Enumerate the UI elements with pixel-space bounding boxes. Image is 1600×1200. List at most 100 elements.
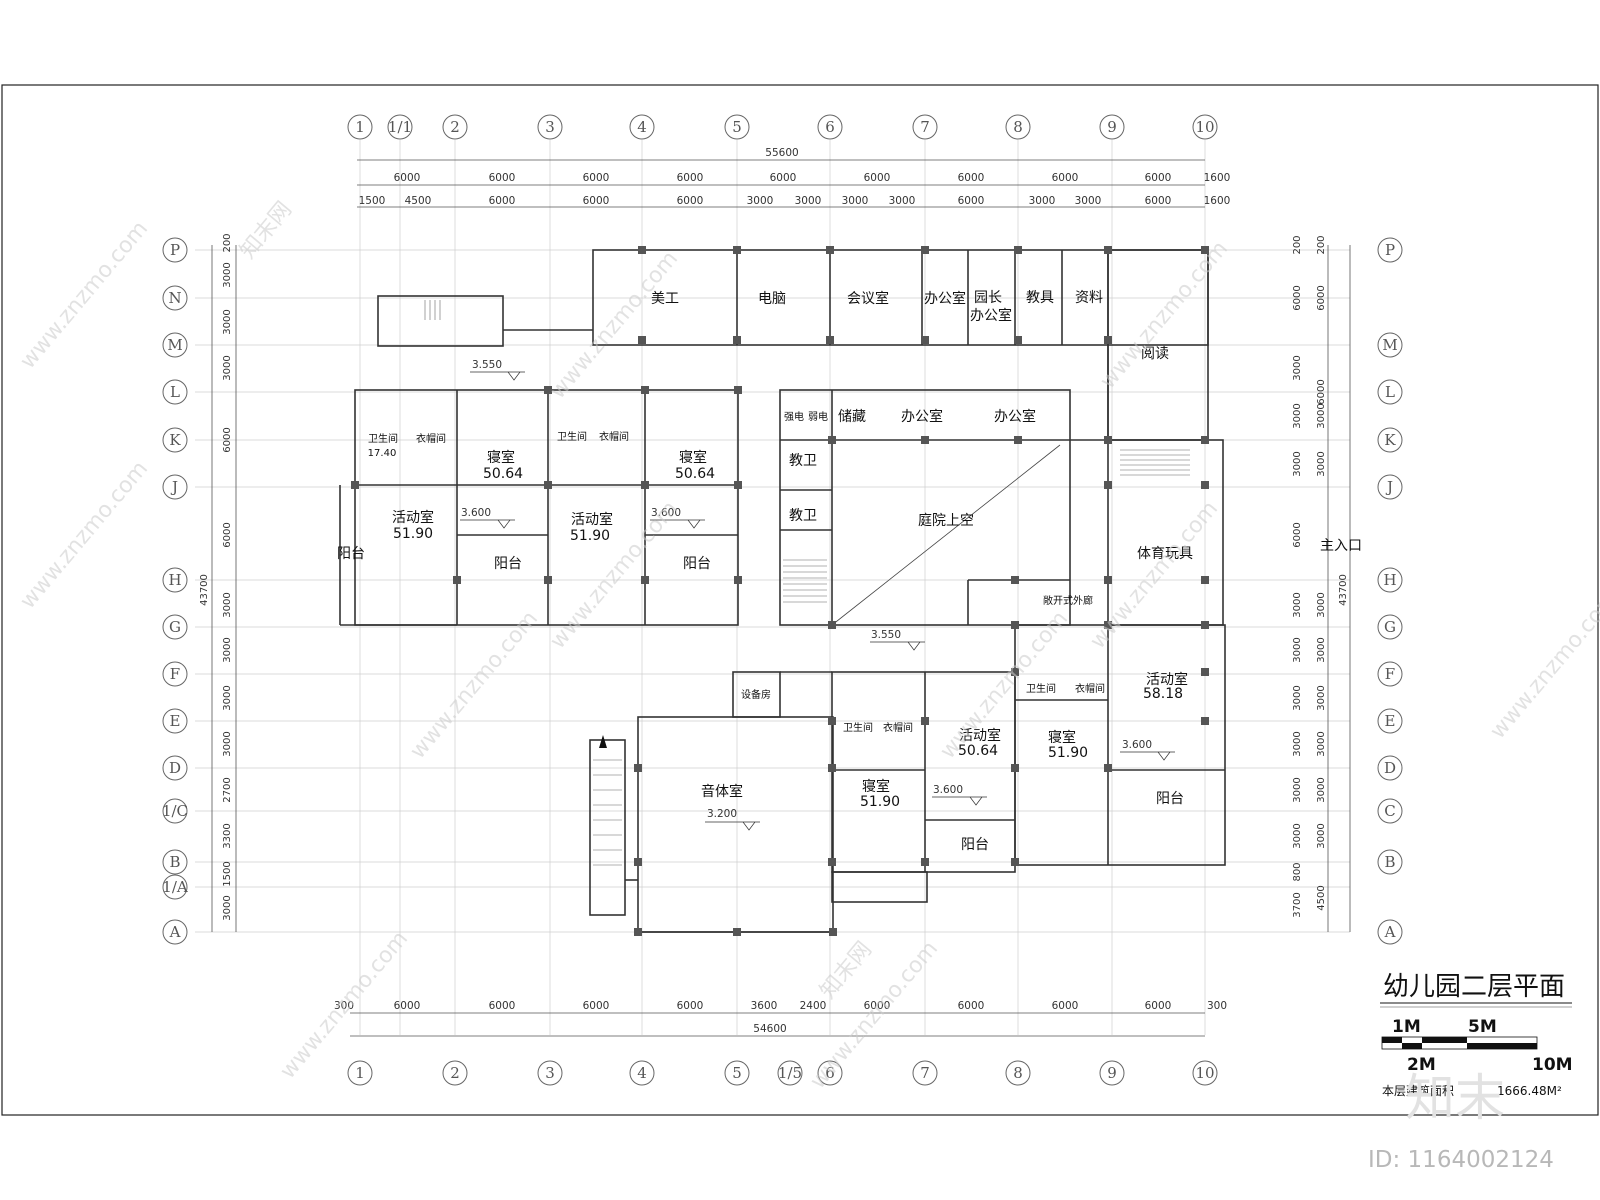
- column: [638, 336, 646, 344]
- column: [1104, 764, 1112, 772]
- dimension-lines: [211, 159, 1351, 1037]
- column: [1104, 336, 1112, 344]
- axis-bubble-left-circle: [162, 849, 188, 875]
- axis-bubble-top-circle: [817, 114, 843, 140]
- dim-left-col: 6000: [222, 522, 233, 547]
- level-4: 3.550: [871, 629, 901, 641]
- watermark: www.znzmo.com: [405, 606, 543, 763]
- axis-bubble-bottom: 8: [1013, 1064, 1023, 1082]
- site-logo: 知末: [1405, 1069, 1505, 1127]
- room-huiyi: 会议室: [847, 290, 889, 307]
- axis-bubble-bottom: 1: [355, 1064, 365, 1082]
- axis-bubble-top-circle: [1005, 114, 1031, 140]
- column: [921, 436, 929, 444]
- axis-bubble-left-circle: [162, 474, 188, 500]
- dim-left-col: 1500: [222, 861, 233, 886]
- axis-bubble-bottom: 2: [450, 1064, 460, 1082]
- column: [733, 928, 741, 936]
- dim-left-total: 43700: [199, 574, 210, 606]
- axis-bubble-right: L: [1385, 383, 1395, 401]
- dim-top-row2: 1600: [1204, 195, 1231, 207]
- dim-right-col1: 3000: [1292, 731, 1303, 756]
- column: [921, 336, 929, 344]
- axis-bubble-right-circle: [1377, 427, 1403, 453]
- room-qinshi-4-area: 51.90: [860, 794, 900, 810]
- stair-treads: [424, 300, 1190, 866]
- scale-label-5m: 5M: [1468, 1017, 1497, 1037]
- axis-bubble-left: 1/A: [162, 878, 188, 896]
- axis-bubble-left: 1/C: [162, 802, 188, 820]
- column: [733, 336, 741, 344]
- dim-bottom-row: 2400: [800, 1000, 827, 1012]
- axis-bubble-right-circle: [1377, 755, 1403, 781]
- dim-top-row2: 3000: [1029, 195, 1056, 207]
- dim-right-col2: 3000: [1316, 777, 1327, 802]
- dim-bottom-row: 6000: [958, 1000, 985, 1012]
- dim-right-col2: 4500: [1316, 885, 1327, 910]
- column: [1014, 436, 1022, 444]
- dim-right-col2: 200: [1316, 235, 1327, 254]
- dim-top-row1: 6000: [1145, 172, 1172, 184]
- column: [828, 717, 836, 725]
- axis-bubble-left: L: [170, 383, 180, 401]
- scale-label-2m: 2M: [1407, 1055, 1436, 1075]
- dim-top-row1: 6000: [583, 172, 610, 184]
- dim-right-col2: 3000: [1316, 637, 1327, 662]
- axis-bubble-top: 1/1: [388, 118, 412, 136]
- dim-right-col2: 6000: [1316, 379, 1327, 404]
- axis-bubble-left: K: [169, 431, 181, 449]
- axis-bubble-right: B: [1384, 853, 1395, 871]
- axis-bubble-right-circle: [1377, 614, 1403, 640]
- axis-bubble-left: P: [170, 241, 180, 259]
- axis-bubble-top-circle: [537, 114, 563, 140]
- room-qinshi-2-area: 50.64: [675, 466, 715, 482]
- dim-left-col: 6000: [222, 427, 233, 452]
- dim-right-col1: 200: [1292, 235, 1303, 254]
- axis-bubble-left: H: [168, 571, 181, 589]
- dim-top-row1: 6000: [677, 172, 704, 184]
- dim-right-total: 43700: [1338, 574, 1349, 606]
- room-yuanzhang-1: 园长: [974, 290, 1002, 306]
- axis-bubble-bottom: 9: [1107, 1064, 1117, 1082]
- axis-bubble-bottom: 7: [920, 1064, 930, 1082]
- column: [453, 576, 461, 584]
- axis-bubble-bottom-circle: [1005, 1060, 1031, 1086]
- column: [828, 858, 836, 866]
- axis-bubble-bottom-circle: [777, 1060, 803, 1086]
- room-shebei: 设备房: [741, 688, 771, 701]
- dim-bottom-row: 300: [334, 1000, 354, 1012]
- column: [544, 481, 552, 489]
- column: [351, 481, 359, 489]
- dim-right-col1: 3000: [1292, 823, 1303, 848]
- structural-columns: [351, 246, 1209, 936]
- room-qinshi-2: 寝室: [679, 449, 707, 466]
- axis-bubble-top: 8: [1013, 118, 1023, 136]
- axis-bubble-top-circle: [724, 114, 750, 140]
- axis-bubble-left: A: [169, 923, 181, 941]
- column: [1104, 436, 1112, 444]
- dim-top-row2: 6000: [677, 195, 704, 207]
- axis-bubble-top: 9: [1107, 118, 1117, 136]
- dim-left-col: 3000: [222, 592, 233, 617]
- main-entrance-label: 主入口: [1320, 538, 1362, 554]
- dim-right-col2: 3000: [1316, 731, 1327, 756]
- axis-bubble-right: A: [1384, 923, 1396, 941]
- dim-top-row2: 6000: [489, 195, 516, 207]
- level-2: 3.600: [461, 507, 491, 519]
- axis-bubble-right-circle: [1377, 919, 1403, 945]
- axis-bubble-left-circle: [162, 567, 188, 593]
- dim-top-row1: 6000: [864, 172, 891, 184]
- column: [544, 386, 552, 394]
- axis-bubble-top: 2: [450, 118, 460, 136]
- column: [1201, 717, 1209, 725]
- column: [1011, 668, 1019, 676]
- room-yangtai-2: 阳台: [494, 556, 522, 572]
- axis-bubble-left-circle: [162, 755, 188, 781]
- level-values: 3.550 3.600 3.600 3.550 3.200 3.600 3.60…: [461, 359, 1152, 820]
- room-huodong-2-area: 51.90: [570, 528, 610, 544]
- column: [1201, 246, 1209, 254]
- column: [1011, 621, 1019, 629]
- room-yimao-3: 衣帽间: [883, 721, 913, 734]
- axis-bubble-bottom-circle: [442, 1060, 468, 1086]
